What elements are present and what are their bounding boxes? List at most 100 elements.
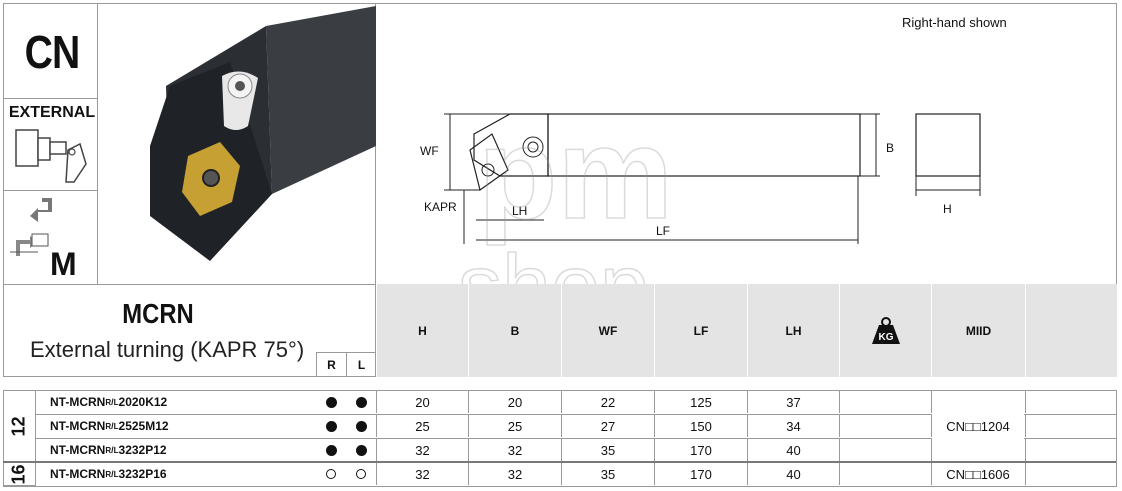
cell-lh: 40 (747, 439, 839, 461)
code-sup: R (105, 397, 112, 407)
code-prefix: NT-MCRN (50, 395, 106, 409)
holder-title-box (3, 284, 376, 377)
cell-b: 32 (468, 463, 561, 485)
column-header-wf: WF (561, 284, 654, 377)
on-request-dot (326, 469, 336, 479)
code-suffix: 2525M12 (118, 419, 169, 433)
code-sup: R (105, 445, 112, 455)
column-header-b: B (468, 284, 561, 377)
dim-h: H (943, 202, 952, 216)
table-bottom-border (3, 486, 1117, 487)
hand-l-cell (346, 439, 376, 461)
code-sub: L (113, 445, 119, 455)
hand-r-cell (316, 415, 346, 437)
hand-l-cell (346, 463, 376, 485)
column-header-lh: LH (747, 284, 839, 377)
cell-lh: 37 (747, 391, 839, 413)
product-image (150, 6, 376, 261)
code-suffix: 3232P12 (118, 443, 167, 457)
cell-lh: 34 (747, 415, 839, 437)
column-header-blank (1025, 284, 1117, 377)
table-right-border (1116, 390, 1117, 486)
hand-l-cell (346, 391, 376, 413)
column-divider (931, 463, 932, 485)
available-dot (325, 396, 337, 408)
insert-size-group: 16 (3, 462, 36, 486)
column-header-miid: MIID (931, 284, 1025, 377)
available-dot (355, 396, 367, 408)
watermark-pm: pm (477, 100, 674, 246)
cell-wf: 35 (561, 439, 654, 461)
dim-lf: LF (656, 224, 671, 238)
cell-h: 32 (376, 439, 468, 461)
cell-h: 25 (376, 415, 468, 437)
available-dot (355, 420, 367, 432)
code-sub: L (113, 421, 119, 431)
cell-wf: 35 (561, 463, 654, 485)
hand-l-cell (346, 415, 376, 437)
insert-size-label: 16 (9, 463, 29, 485)
series-code: CN (24, 26, 81, 78)
mount-type-icon (10, 198, 52, 256)
series-box (3, 3, 98, 285)
column-divider (1025, 391, 1026, 413)
column-header-lf: LF (654, 284, 747, 377)
code-suffix: 3232P16 (118, 467, 167, 481)
code-sup: R (105, 469, 112, 479)
hand-r-cell (316, 391, 346, 413)
hand-note: Right-hand shown (902, 15, 1007, 30)
insert-size-group: 12 (3, 390, 36, 462)
mount-letter: M (50, 246, 77, 282)
miid-cell: CN□□1606 (932, 463, 1024, 486)
column-divider (931, 439, 932, 461)
divider (3, 98, 98, 99)
code-suffix: 2020K12 (118, 395, 168, 409)
code-sub: L (113, 397, 119, 407)
cell-lf: 150 (654, 415, 747, 437)
category-label: EXTERNAL (8, 104, 96, 121)
hand-r-cell (316, 463, 346, 485)
column-divider (1025, 415, 1026, 437)
available-dot (355, 444, 367, 456)
code-slash: / (111, 421, 114, 431)
cell-b: 32 (468, 439, 561, 461)
code-slash: / (111, 397, 114, 407)
holder-description: External turning (KAPR 75°) (30, 337, 305, 362)
code-prefix: NT-MCRN (50, 419, 106, 433)
cell-lh: 40 (747, 463, 839, 485)
technical-drawing (444, 113, 981, 244)
hand-r-cell (316, 439, 346, 461)
code-prefix: NT-MCRN (50, 467, 106, 481)
weight-icon-label: KG (878, 332, 893, 343)
cell-lf: 125 (654, 391, 747, 413)
column-divider (931, 391, 932, 413)
cell-h: 20 (376, 391, 468, 413)
cell-lf: 170 (654, 439, 747, 461)
weight-header: KG (839, 284, 931, 377)
hand-l-header: L (346, 352, 376, 377)
cell-wf: 27 (561, 415, 654, 437)
code-slash: / (111, 469, 114, 479)
code-sub: L (113, 469, 119, 479)
dim-kapr: KAPR (424, 200, 457, 214)
group-divider (3, 461, 1117, 463)
insert-size-label: 12 (9, 415, 29, 437)
holder-name: MCRN (122, 298, 194, 329)
on-request-dot (356, 469, 366, 479)
weight-icon: KG (871, 316, 900, 344)
column-header-h: H (376, 284, 468, 377)
cell-wf: 22 (561, 391, 654, 413)
available-dot (325, 420, 337, 432)
hand-r-header: R (316, 352, 346, 377)
cell-b: 20 (468, 391, 561, 413)
column-divider (931, 415, 932, 437)
cell-h: 32 (376, 463, 468, 485)
